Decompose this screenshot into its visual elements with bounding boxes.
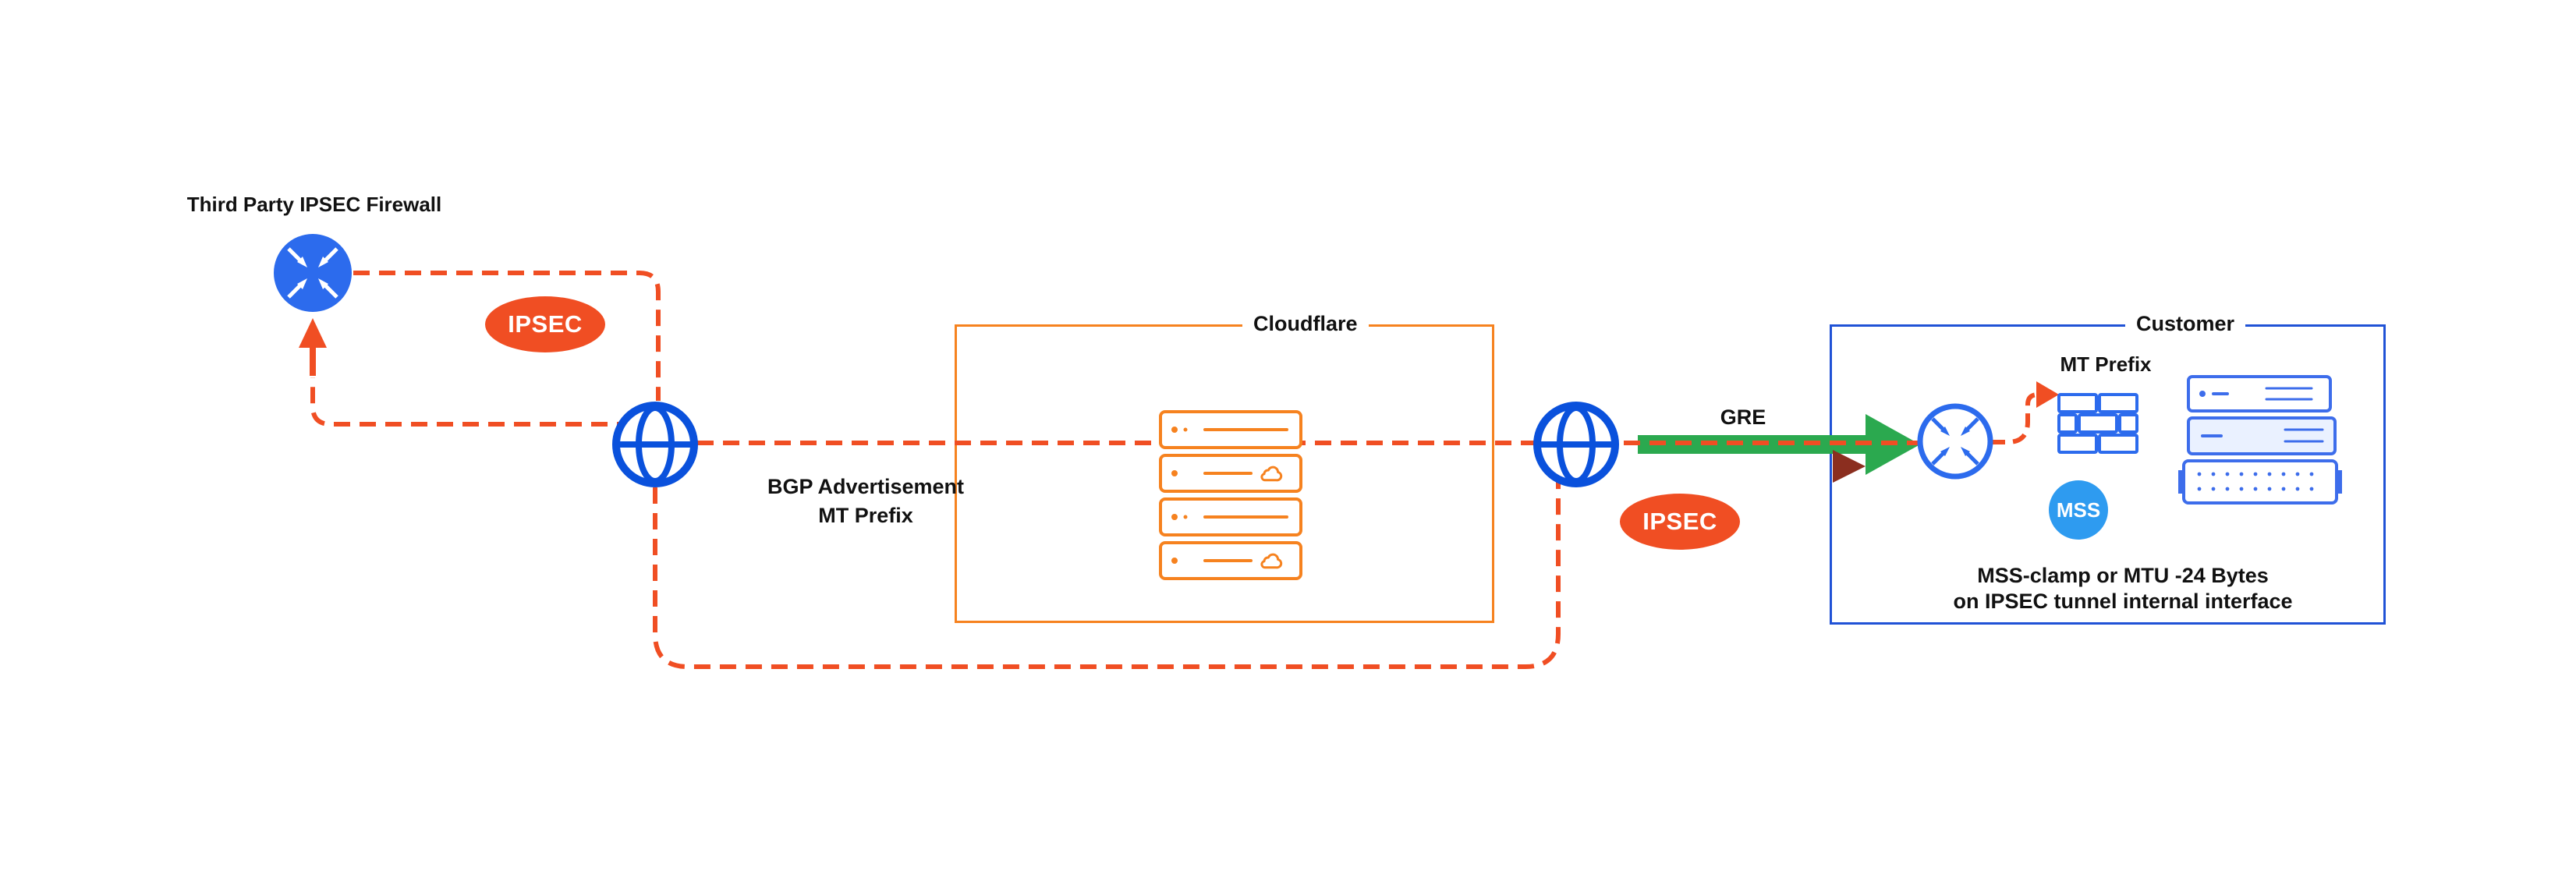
mt-prefix-label: MT Prefix	[2060, 352, 2152, 376]
cloudflare-network-box: Cloudflare	[955, 312, 1494, 623]
customer-network-box: Customer	[1830, 312, 2386, 625]
gre-label: GRE	[1720, 405, 1766, 429]
ipsec-badge-right: IPSEC	[1620, 494, 1740, 550]
internet-globe-icon-left	[612, 402, 698, 487]
return-path-to-firewall	[310, 377, 659, 427]
mss-badge: MSS	[2049, 480, 2108, 540]
mss-clamp-note-line2: on IPSEC tunnel internal interface	[1953, 590, 2293, 613]
mss-clamp-note-line1: MSS-clamp or MTU -24 Bytes	[1977, 564, 2269, 587]
third-party-router-icon	[274, 234, 352, 312]
internet-globe-icon-right	[1533, 402, 1619, 487]
up-arrow-icon	[299, 318, 327, 376]
cloudflare-box-label: Cloudflare	[1242, 312, 1369, 336]
bgp-advertisement-label: BGP Advertisement MT Prefix	[741, 473, 990, 530]
bgp-advertisement-line2: MT Prefix	[818, 504, 913, 527]
ipsec-badge-left: IPSEC	[485, 296, 605, 352]
customer-box-label: Customer	[2125, 312, 2246, 336]
third-party-firewall-label: Third Party IPSEC Firewall	[186, 193, 442, 216]
bgp-advertisement-line1: BGP Advertisement	[767, 475, 965, 498]
mss-clamp-note: MSS-clamp or MTU -24 Bytes on IPSEC tunn…	[1920, 563, 2326, 614]
